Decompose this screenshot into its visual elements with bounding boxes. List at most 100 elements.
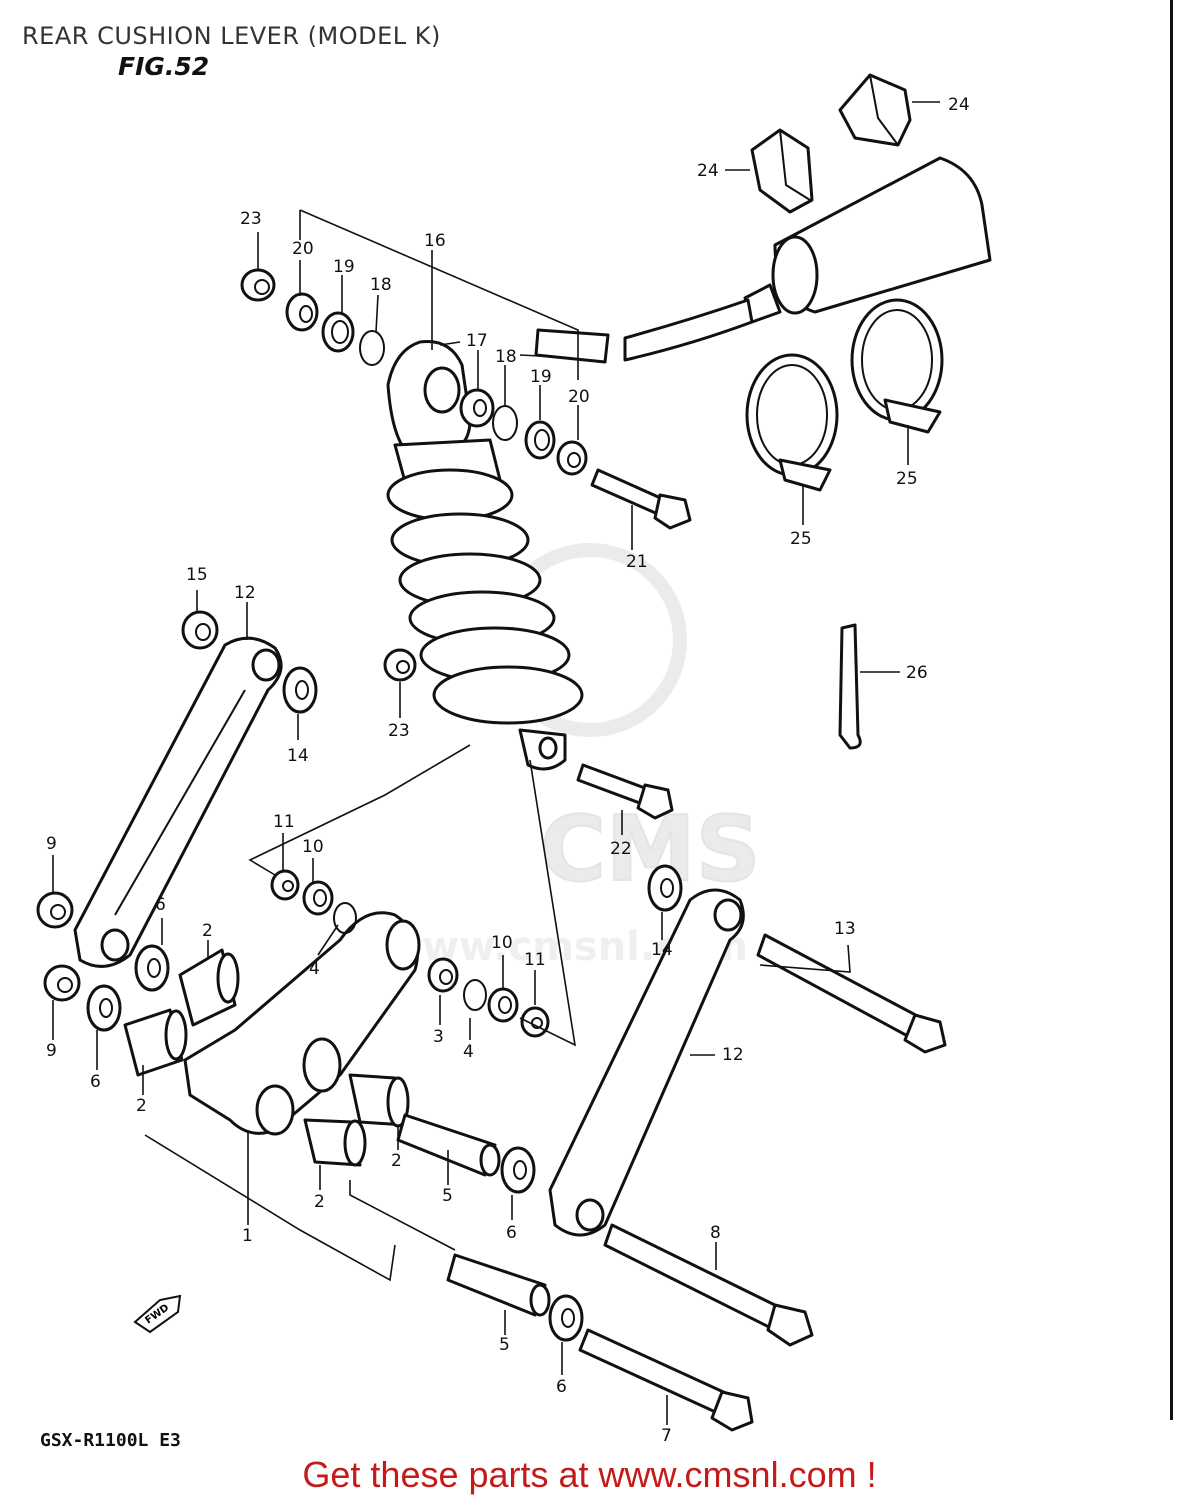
callout-label: 6 xyxy=(90,1072,101,1092)
leader-lines xyxy=(52,101,940,1425)
callout-label: 26 xyxy=(906,663,928,683)
rear-shock-absorber xyxy=(386,339,584,771)
needle-bearing-2c xyxy=(348,1073,410,1128)
callout-label: 11 xyxy=(273,812,295,832)
callout-label: 19 xyxy=(530,367,552,387)
callout-label: 14 xyxy=(651,940,673,960)
callout-label: 4 xyxy=(463,1042,474,1062)
nut-9-upper xyxy=(36,891,74,929)
spacer-11-lower xyxy=(520,1006,550,1038)
callout-label: 10 xyxy=(302,837,324,857)
spacer-11-upper xyxy=(270,869,300,901)
callout-label: 7 xyxy=(661,1426,672,1446)
callout-label: 16 xyxy=(424,231,446,251)
callout-label: 17 xyxy=(466,331,488,351)
washer-14-right xyxy=(647,864,683,912)
callout-label: 9 xyxy=(46,834,57,854)
spacer-20-left xyxy=(285,292,319,332)
bolt-13 xyxy=(756,933,947,1054)
needle-bearing-2a xyxy=(178,948,240,1027)
callout-label: 4 xyxy=(309,959,320,979)
seal-10-lower xyxy=(487,987,519,1023)
callout-label: 2 xyxy=(391,1151,402,1171)
callout-label: 12 xyxy=(234,583,256,603)
nut-9-lower xyxy=(43,964,81,1002)
upper-nut-23 xyxy=(240,268,276,302)
callout-label: 6 xyxy=(155,895,166,915)
callout-label: 6 xyxy=(556,1377,567,1397)
callout-label: 8 xyxy=(710,1223,721,1243)
washer-6d xyxy=(548,1294,584,1342)
needle-bearing-2d xyxy=(303,1118,367,1167)
figure-label: FIG.52 xyxy=(118,52,210,81)
callout-label: 24 xyxy=(697,161,719,181)
callout-label: 18 xyxy=(495,347,517,367)
callout-label: 3 xyxy=(433,1027,444,1047)
callout-label: 24 xyxy=(948,95,970,115)
spacer-5-upper xyxy=(396,1113,501,1177)
callout-label: 2 xyxy=(202,921,213,941)
spacer-20-right xyxy=(556,440,588,476)
callout-label: 25 xyxy=(790,529,812,549)
callout-labels: 23 20 19 18 16 17 18 19 20 21 24 24 25 2… xyxy=(46,95,970,1446)
callout-label: 12 xyxy=(722,1045,744,1065)
reservoir-bracket-upper xyxy=(838,73,912,147)
shock-reservoir xyxy=(534,156,992,364)
bolt-7 xyxy=(578,1328,754,1432)
circlip-4-lower xyxy=(463,979,487,1011)
forward-arrow-icon: FWD xyxy=(133,1294,182,1334)
circlip-4-upper xyxy=(333,902,357,934)
callout-label: 22 xyxy=(610,839,632,859)
callout-label: 2 xyxy=(314,1192,325,1212)
callout-label: 14 xyxy=(287,746,309,766)
callout-label: 15 xyxy=(186,565,208,585)
spacer-5-lower xyxy=(446,1253,551,1317)
bolt-8 xyxy=(603,1223,814,1347)
nut-23-lower xyxy=(383,648,417,682)
callout-label: 6 xyxy=(506,1223,517,1243)
callout-label: 23 xyxy=(240,209,262,229)
callout-label: 20 xyxy=(292,239,314,259)
circlip-18-right xyxy=(492,405,518,441)
washer-6b xyxy=(86,984,122,1032)
callout-label: 13 xyxy=(834,919,856,939)
callout-label: 20 xyxy=(568,387,590,407)
callout-label: 23 xyxy=(388,721,410,741)
callout-label: 10 xyxy=(491,933,513,953)
seal-10-upper xyxy=(302,880,334,916)
callout-label: 1 xyxy=(242,1226,253,1246)
cushion-rod-left xyxy=(73,636,283,968)
shock-lower-bolt xyxy=(576,763,674,820)
callout-label: 5 xyxy=(442,1186,453,1206)
callout-label: 11 xyxy=(524,950,546,970)
spacer-3 xyxy=(427,957,459,993)
nut-15 xyxy=(181,610,219,650)
spacer-17 xyxy=(459,388,495,428)
callout-label: 18 xyxy=(370,275,392,295)
seal-19-right xyxy=(524,420,556,460)
callout-label: 25 xyxy=(896,469,918,489)
page-title: REAR CUSHION LEVER (MODEL K) xyxy=(22,22,441,50)
callout-label: 9 xyxy=(46,1041,57,1061)
model-code: GSX-R1100L E3 xyxy=(40,1430,181,1451)
seal-19-left xyxy=(321,311,355,353)
reservoir-strap xyxy=(838,623,862,750)
reservoir-bracket-lower xyxy=(750,128,814,214)
callout-label: 2 xyxy=(136,1096,147,1116)
washer-6a xyxy=(134,944,170,992)
hose-clamp-left xyxy=(745,353,839,492)
cushion-rod-right xyxy=(548,888,745,1237)
circlip-18-left xyxy=(359,330,385,366)
callout-label: 19 xyxy=(333,257,355,277)
callout-label: 5 xyxy=(499,1335,510,1355)
callout-label: 21 xyxy=(626,552,648,572)
page-edge-rule xyxy=(1170,0,1173,1420)
washer-6c xyxy=(500,1146,536,1194)
needle-bearing-2b xyxy=(123,1008,188,1077)
promo-link[interactable]: Get these parts at www.cmsnl.com ! xyxy=(302,1454,877,1495)
cushion-lever xyxy=(183,911,421,1136)
hose-clamp-right xyxy=(850,298,944,434)
washer-14-left xyxy=(282,666,318,714)
shock-upper-bolt xyxy=(590,468,692,530)
